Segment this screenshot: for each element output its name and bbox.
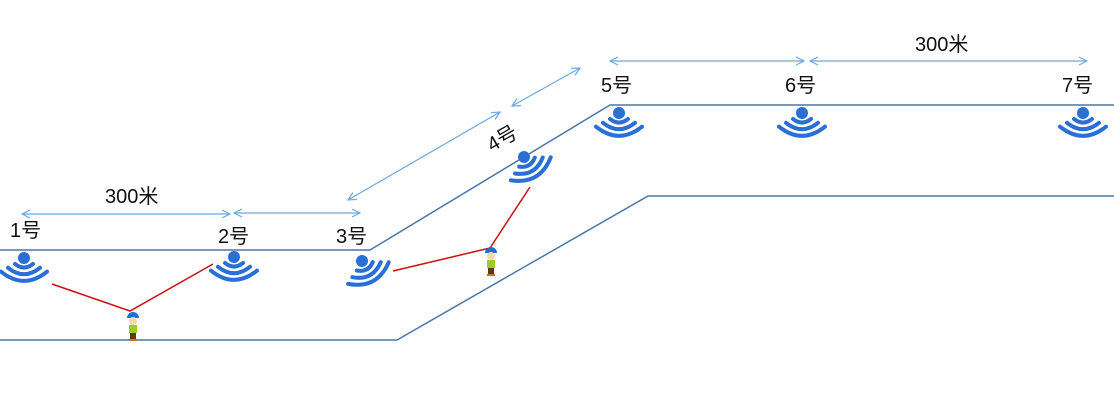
signal-wave-icon <box>784 120 820 132</box>
signal-wave-icon <box>13 261 35 270</box>
signal-wave-icon <box>223 260 245 269</box>
distance-arrow-3-4 <box>348 112 500 200</box>
worker-icon <box>485 247 497 276</box>
beacon-label-1: 1号 <box>10 220 41 242</box>
worker-icon <box>127 312 139 341</box>
beacon-dot-icon <box>18 252 30 264</box>
beacon-dot-icon <box>1077 107 1089 119</box>
distance-label-right: 300米 <box>915 33 968 56</box>
beacon-label-2: 2号 <box>218 226 249 248</box>
beacon-dot-icon <box>356 255 368 267</box>
upper-roadway-line <box>0 104 1114 251</box>
signal-wave-icon <box>601 120 637 132</box>
beacon-5 <box>594 107 644 138</box>
signal-wave-icon <box>350 260 383 280</box>
beacon-6 <box>777 107 827 138</box>
distance-label-left: 300米 <box>105 185 158 208</box>
distance-arrow-4-5 <box>512 68 580 106</box>
signal-wave-icon <box>216 264 252 276</box>
beacon-label-5: 5号 <box>601 75 632 97</box>
beacon-dot-icon <box>613 107 625 119</box>
beacon-label-7: 7号 <box>1062 75 1093 97</box>
signal-link-worker-1 <box>51 263 214 312</box>
beacon-label-3: 3号 <box>336 226 367 248</box>
beacon-dot-icon <box>228 251 240 263</box>
signal-wave-icon <box>513 155 545 176</box>
beacon-label-4: 4号 <box>484 122 522 157</box>
beacon-label-6: 6号 <box>785 75 816 97</box>
signal-wave-icon <box>594 124 644 138</box>
signal-wave-icon <box>6 265 42 277</box>
beacon-3 <box>346 255 391 287</box>
signal-wave-icon <box>508 155 553 183</box>
signal-wave-icon <box>0 269 49 283</box>
signal-wave-icon <box>777 124 827 138</box>
lower-roadway-line <box>0 195 1114 341</box>
signal-wave-icon <box>608 116 630 125</box>
signal-wave-icon <box>354 260 375 273</box>
signal-wave-icon <box>1065 120 1101 132</box>
signal-wave-icon <box>346 260 391 287</box>
beacon-1 <box>0 252 49 283</box>
beacon-4 <box>508 151 553 183</box>
signal-wave-icon <box>209 268 259 282</box>
beacon-dot-icon <box>796 107 808 119</box>
signal-link-worker-2 <box>392 186 531 272</box>
signal-wave-icon <box>517 155 537 169</box>
beacon-7 <box>1058 107 1108 138</box>
beacon-2 <box>209 251 259 282</box>
signal-wave-icon <box>791 116 813 125</box>
signal-wave-icon <box>1058 124 1108 138</box>
signal-wave-icon <box>1072 116 1094 125</box>
beacon-dot-icon <box>518 151 530 163</box>
